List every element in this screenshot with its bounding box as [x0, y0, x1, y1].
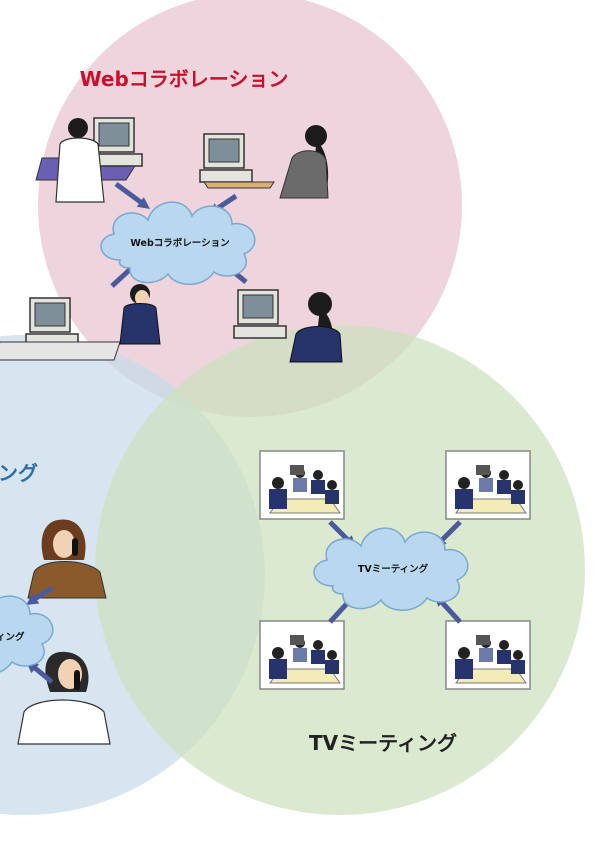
phone-arrows [22, 585, 54, 684]
venn-circles [0, 0, 585, 815]
phone-meeting-group: ング ィング [0, 461, 111, 745]
woman-at-computer-icon [233, 289, 343, 363]
tv-meeting-group: TVミーティング TVミーティング [259, 450, 531, 755]
video-conference-room-icon [445, 450, 531, 520]
web-collaboration-title: Webコラボレーション [80, 67, 289, 91]
woman-on-phone-icon [17, 651, 111, 745]
tv-cloud-label: TVミーティング [358, 563, 429, 575]
web-cloud-label: Webコラボレーション [130, 237, 229, 249]
phone-meeting-title-fragment: ング [0, 461, 38, 485]
person-at-computer-icon [35, 117, 143, 203]
web-collaboration-group: Webコラボレーション [0, 67, 343, 363]
video-conference-room-icon [445, 620, 531, 690]
phone-cloud-label-fragment: ィング [0, 631, 25, 643]
tv-meeting-title: TVミーティング [309, 731, 457, 755]
video-conference-room-icon [259, 620, 345, 690]
person-at-computer-icon [0, 283, 161, 361]
video-conference-room-icon [259, 450, 345, 520]
woman-at-computer-icon [199, 125, 329, 199]
